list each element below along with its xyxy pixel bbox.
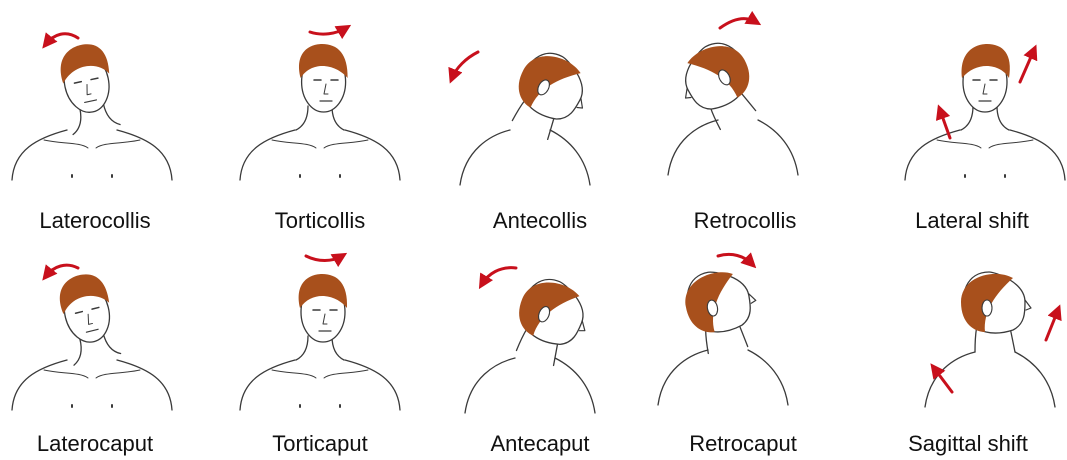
figure-retrocollis [668,33,798,175]
figure-antecaput [465,271,598,413]
label-lateral-shift: Lateral shift [877,208,1067,234]
figure-torticollis [240,44,400,180]
figure-torticaput [240,274,400,410]
figure-retrocaput [658,265,788,405]
figure-sagittal-shift [925,272,1055,407]
label-torticollis: Torticollis [225,208,415,234]
label-torticaput: Torticaput [225,431,415,457]
label-laterocaput: Laterocaput [0,431,190,457]
figure-laterocaput [12,270,172,410]
label-laterocollis: Laterocollis [0,208,190,234]
label-sagittal-shift: Sagittal shift [873,431,1063,457]
label-retrocollis: Retrocollis [650,208,840,234]
label-antecaput: Antecaput [445,431,635,457]
figure-antecollis [460,43,599,185]
label-antecollis: Antecollis [445,208,635,234]
label-retrocaput: Retrocaput [648,431,838,457]
figure-lateral-shift [905,44,1065,180]
figure-laterocollis [12,40,172,180]
